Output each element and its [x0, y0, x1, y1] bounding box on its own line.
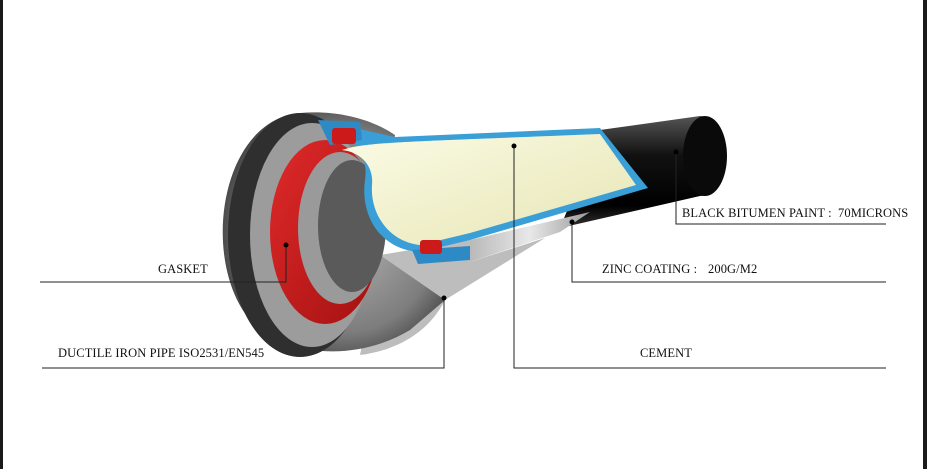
gasket-dot: [283, 242, 289, 248]
gasket-label: GASKET: [158, 262, 208, 276]
pipe-spigot-end: [683, 116, 727, 196]
ductile-leader: [42, 298, 445, 369]
bitumen-leader: [675, 152, 886, 225]
gasket-leader: [40, 245, 287, 283]
black-bitumen-paint-value: 70MICRONS: [838, 206, 909, 220]
leader-dots: [283, 143, 679, 301]
gasket-bottom-bead: [420, 240, 442, 254]
frame-right-border: [923, 0, 927, 469]
cement-leader: [513, 146, 886, 369]
cement-lining: [342, 134, 636, 245]
zinc-coating-label: ZINC COATING :: [602, 262, 698, 276]
black-bitumen-paint-label: BLACK BITUMEN PAINT :: [682, 206, 832, 220]
frame-left-border: [0, 0, 3, 469]
leader-lines: [40, 146, 886, 369]
cement-label: CEMENT: [640, 346, 692, 360]
bitumen-dot: [673, 149, 679, 155]
ductile-iron-pipe-label: DUCTILE IRON PIPE ISO2531/EN545: [58, 346, 265, 360]
zinc-dot: [569, 219, 575, 225]
zinc-leader: [571, 222, 886, 283]
cement-dot: [511, 143, 517, 149]
zinc-coating-layer: [470, 212, 590, 262]
gasket-top-bead: [332, 128, 356, 144]
ductile-dot: [441, 295, 447, 301]
zinc-coating-value: 200G/M2: [708, 262, 758, 276]
